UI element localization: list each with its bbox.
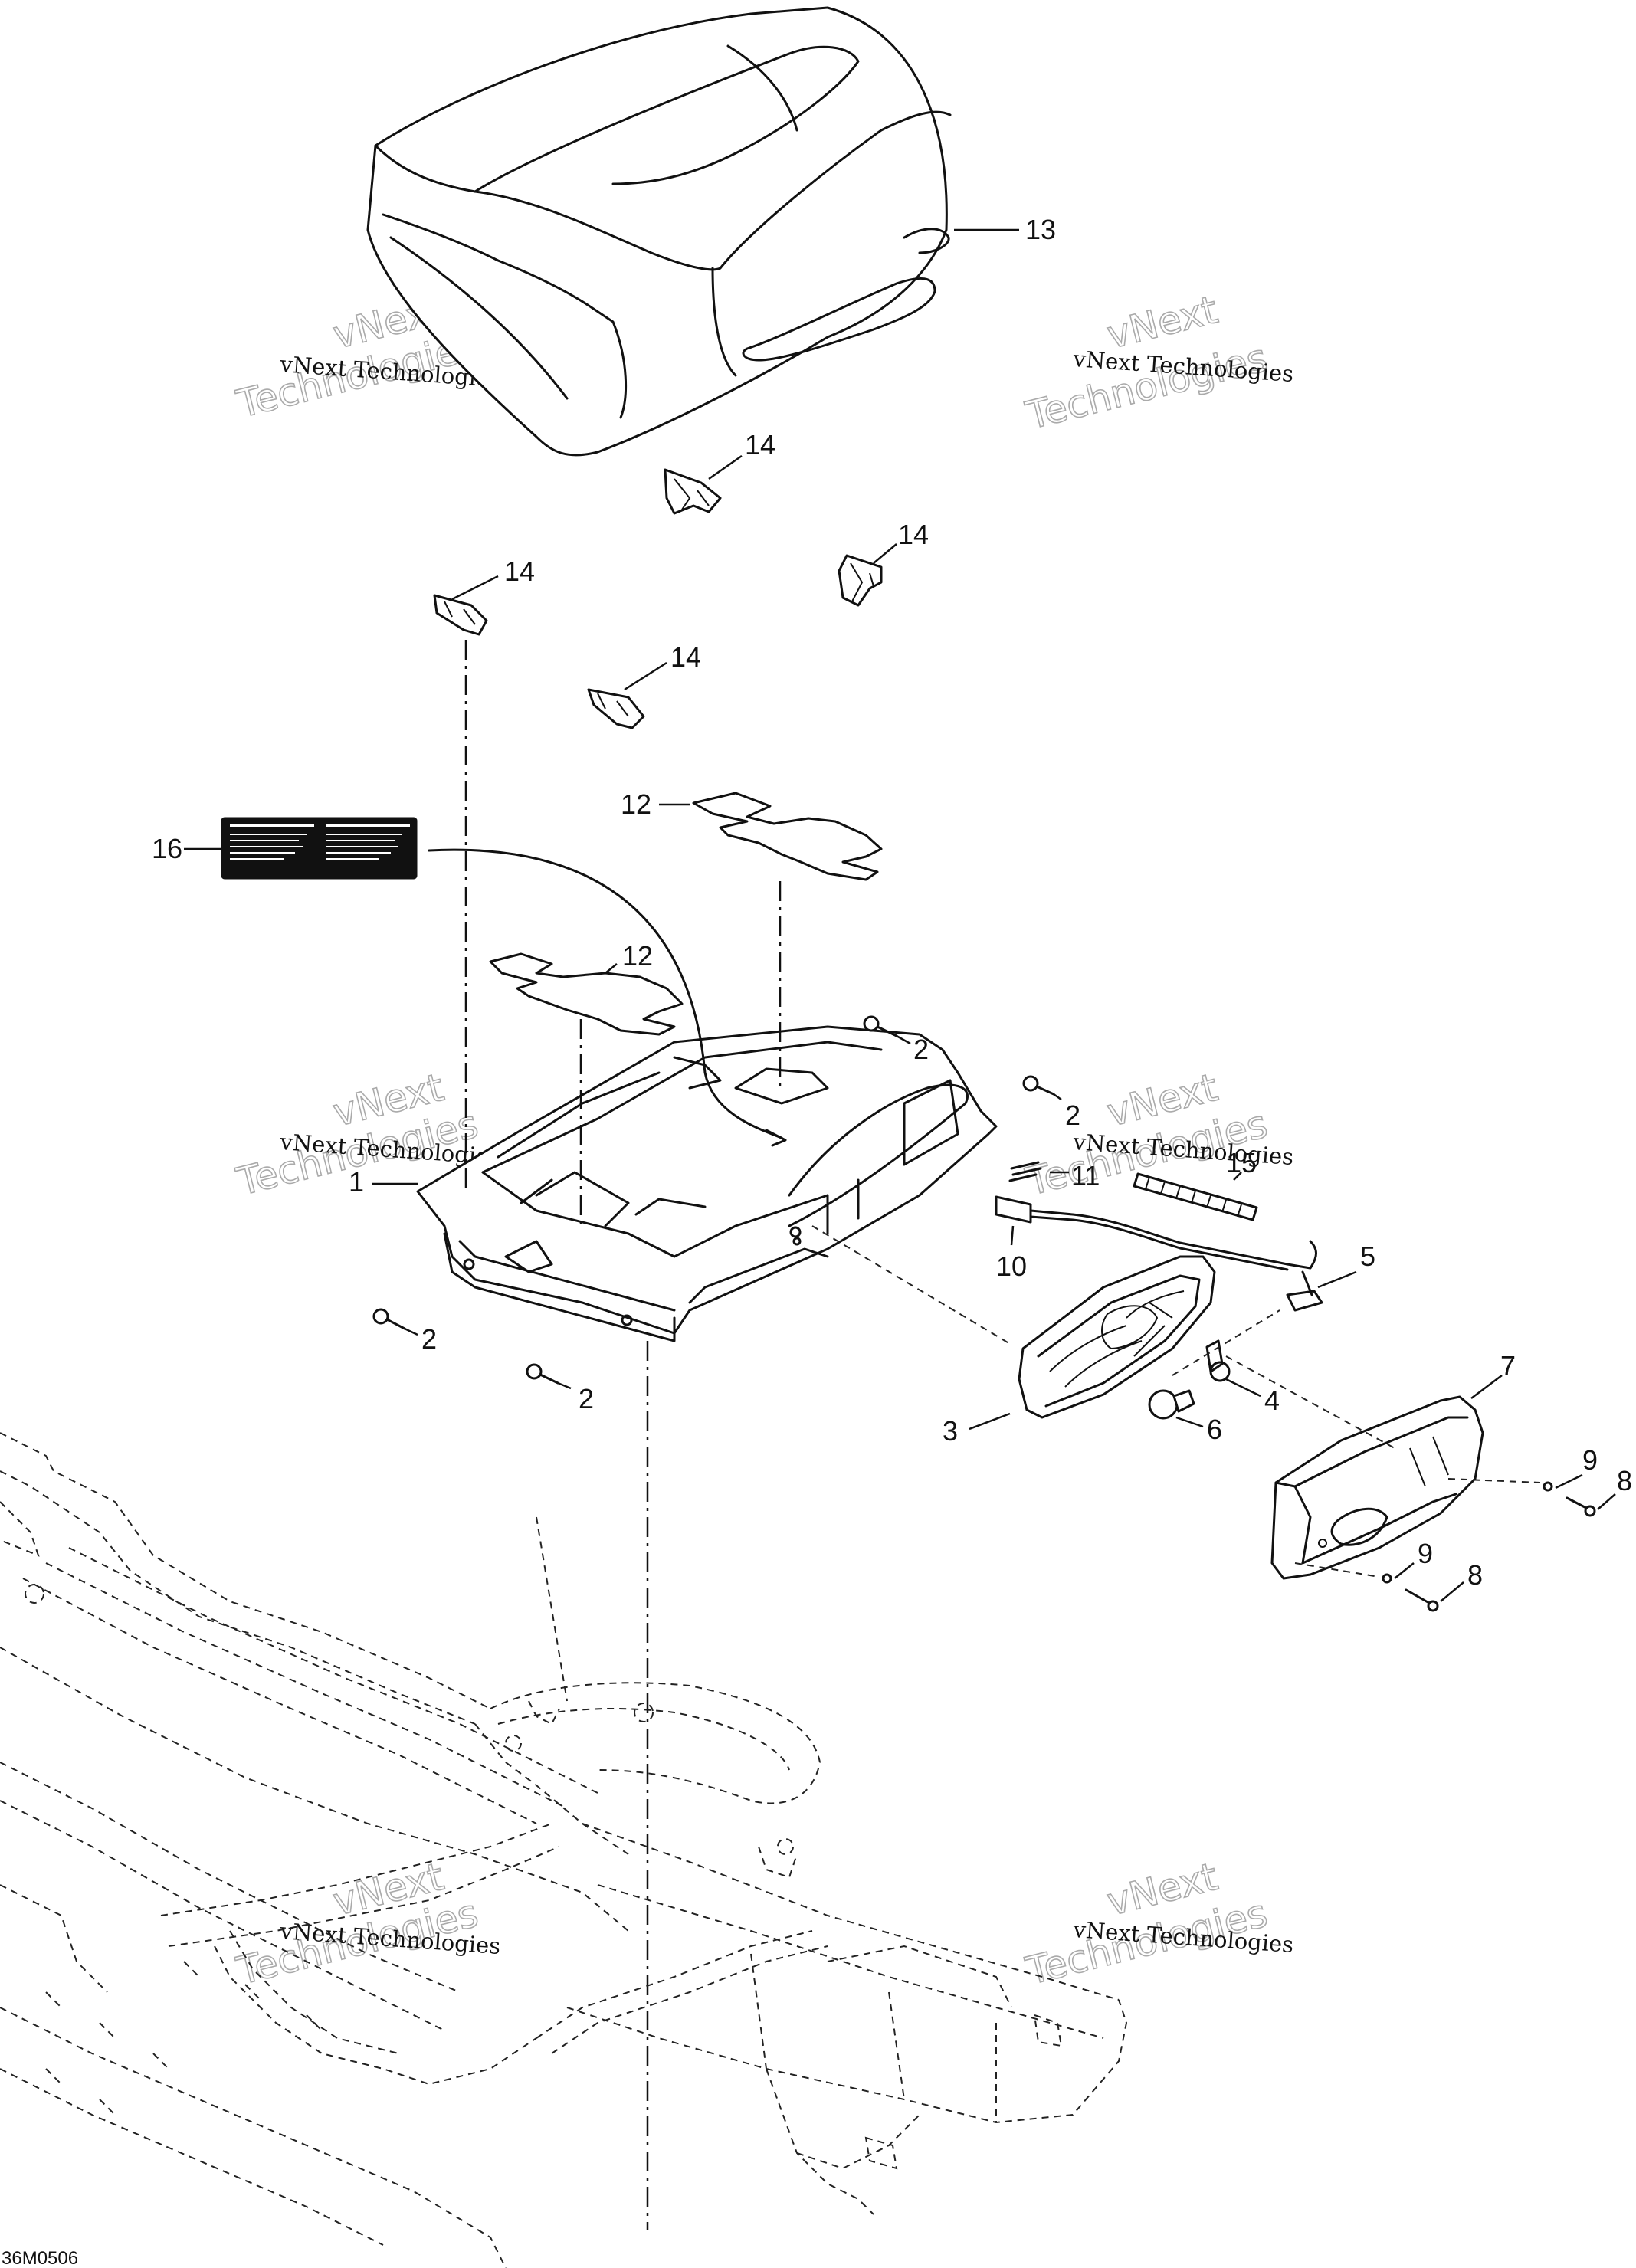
callout-14-d: 14	[670, 641, 701, 673]
connector-10: 10	[995, 1195, 1289, 1282]
callout-2-a: 2	[913, 1034, 929, 1065]
wire-5: 5	[1286, 1240, 1375, 1312]
clip-14-d: 14	[587, 641, 701, 729]
watermark-bottom-left: Technologies vNext vNext Technologies	[231, 1853, 501, 1994]
assembly-lines	[428, 640, 1541, 2230]
callout-4: 4	[1264, 1385, 1280, 1416]
screw-2-b: 2	[1022, 1075, 1080, 1131]
screw-2-c: 2	[372, 1308, 437, 1355]
callout-1: 1	[349, 1166, 364, 1198]
callout-8-a: 8	[1617, 1465, 1632, 1496]
callout-11: 11	[1071, 1160, 1100, 1191]
pad-12-upper: 12	[621, 788, 883, 881]
pad-12-lower: 12	[489, 940, 684, 1036]
clip-14-a: 14	[664, 429, 775, 515]
callout-2-b: 2	[1065, 1100, 1080, 1131]
bulb-6: 6	[1148, 1389, 1222, 1445]
fasteners-8-9-upper: 9 8	[1543, 1444, 1632, 1517]
seat-cushion: 13	[366, 6, 1056, 457]
terminals-11: 11	[1008, 1160, 1100, 1191]
watermark-top-right: Technologies vNext vNext Technologies	[1021, 287, 1294, 438]
screw-2-a: 2	[863, 1015, 929, 1065]
svg-text:vNext: vNext	[1103, 287, 1222, 358]
callout-16: 16	[152, 833, 182, 864]
callout-6: 6	[1207, 1414, 1222, 1445]
socket-4: 4	[1205, 1339, 1280, 1416]
callout-10: 10	[996, 1250, 1027, 1282]
seat-base: 1	[349, 1025, 998, 1342]
callout-9-a: 9	[1582, 1444, 1598, 1476]
callout-2-c: 2	[421, 1323, 437, 1355]
callout-3: 3	[943, 1415, 958, 1447]
screw-2-d: 2	[526, 1363, 594, 1414]
callout-8-b: 8	[1467, 1559, 1483, 1591]
warning-label: 16	[152, 817, 418, 880]
callout-13: 13	[1025, 214, 1056, 245]
callout-12-b: 12	[622, 940, 653, 972]
callout-7: 7	[1500, 1350, 1516, 1381]
drawing-code: 36M0506	[2, 2248, 78, 2268]
callout-2-d: 2	[579, 1383, 594, 1414]
callout-14-c: 14	[504, 556, 535, 587]
chassis-phantom	[0, 1432, 1128, 2268]
callout-9-b: 9	[1418, 1538, 1433, 1569]
light-housing-3: 3	[943, 1255, 1216, 1447]
lens-7: 7	[1270, 1350, 1516, 1580]
clip-14-c: 14	[433, 556, 535, 636]
callout-14-b: 14	[898, 519, 929, 550]
clip-14-b: 14	[838, 519, 929, 607]
callout-15: 15	[1226, 1147, 1257, 1178]
watermark-bottom-right: Technologies vNext vNext Technologies	[1021, 1853, 1294, 1994]
callout-5: 5	[1360, 1241, 1375, 1272]
sleeve-15: 15	[1133, 1147, 1258, 1221]
fasteners-8-9-lower: 9 8	[1382, 1538, 1483, 1612]
callout-12-a: 12	[621, 788, 651, 820]
callout-14-a: 14	[745, 429, 775, 460]
